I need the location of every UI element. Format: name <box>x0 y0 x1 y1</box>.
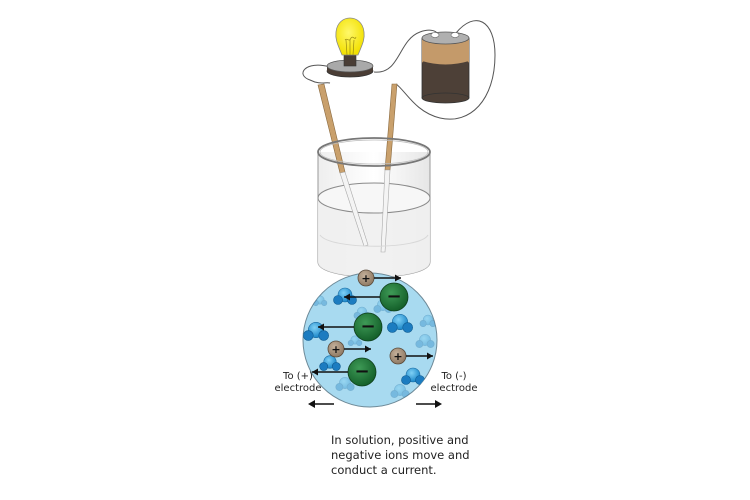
label-line: electrode <box>274 383 322 394</box>
negative-ion: − <box>353 312 383 342</box>
svg-text:−: − <box>386 286 401 307</box>
svg-text:+: + <box>393 350 402 363</box>
label-line: electrode <box>430 383 478 394</box>
caption-line: negative ions move and <box>331 448 470 462</box>
positive-ion: + <box>327 340 345 358</box>
water-molecule <box>401 367 425 385</box>
wire <box>302 20 496 120</box>
ion-direction-arrow <box>344 293 380 301</box>
ion-direction-arrow <box>318 323 354 331</box>
faded-water-molecule <box>415 334 435 348</box>
label-to-negative-electrode: To (-) electrode <box>424 371 484 395</box>
beaker-rim <box>317 137 431 247</box>
arrow-left-icon <box>308 400 334 408</box>
svg-text:−: − <box>354 361 369 382</box>
faded-water-molecule <box>390 384 410 398</box>
ion-direction-arrow <box>312 368 348 376</box>
caption-line: conduct a current. <box>331 463 437 477</box>
light-bulb <box>326 17 374 78</box>
svg-text:+: + <box>361 272 370 285</box>
caption: In solution, positive and negative ions … <box>331 433 481 478</box>
ion-direction-arrow <box>406 352 433 360</box>
label-to-positive-electrode: To (+) electrode <box>268 371 328 395</box>
negative-ion: − <box>347 357 377 387</box>
electrode-left <box>317 83 369 247</box>
water-molecule <box>319 355 341 371</box>
ion-direction-arrow <box>344 345 371 353</box>
water-molecule <box>387 313 413 333</box>
caption-line: In solution, positive and <box>331 433 469 447</box>
svg-text:−: − <box>360 316 375 337</box>
faded-water-molecule <box>347 335 363 346</box>
battery <box>421 31 470 104</box>
electrode-right <box>380 83 398 253</box>
label-line: To (+) <box>283 371 313 382</box>
svg-text:+: + <box>331 343 340 356</box>
faded-water-molecule <box>335 377 355 391</box>
label-line: To (-) <box>441 371 467 382</box>
ion-direction-arrow <box>374 274 401 282</box>
faded-water-molecule <box>419 314 437 327</box>
arrow-right-icon <box>416 400 442 408</box>
negative-ion: − <box>379 282 409 312</box>
